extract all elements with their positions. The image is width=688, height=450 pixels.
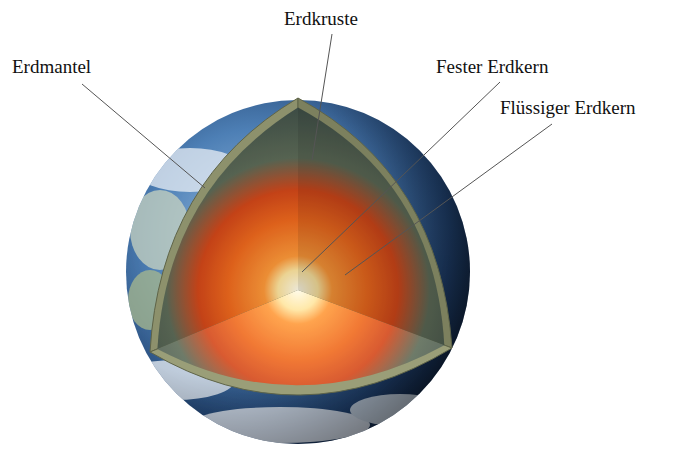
part-label: Flüssiger Erdkern xyxy=(500,97,636,120)
globe xyxy=(126,100,470,444)
leader-line xyxy=(312,34,332,160)
part-label: Erdmantel xyxy=(12,56,91,79)
part-label: Erdkruste xyxy=(284,8,358,31)
leader-lines xyxy=(82,34,552,275)
cutaway xyxy=(150,98,452,395)
leader-line xyxy=(302,82,500,272)
leader-line xyxy=(345,124,552,275)
part-label: Fester Erdkern xyxy=(436,56,548,79)
globe-shade xyxy=(126,100,470,444)
leader-line xyxy=(82,84,205,188)
